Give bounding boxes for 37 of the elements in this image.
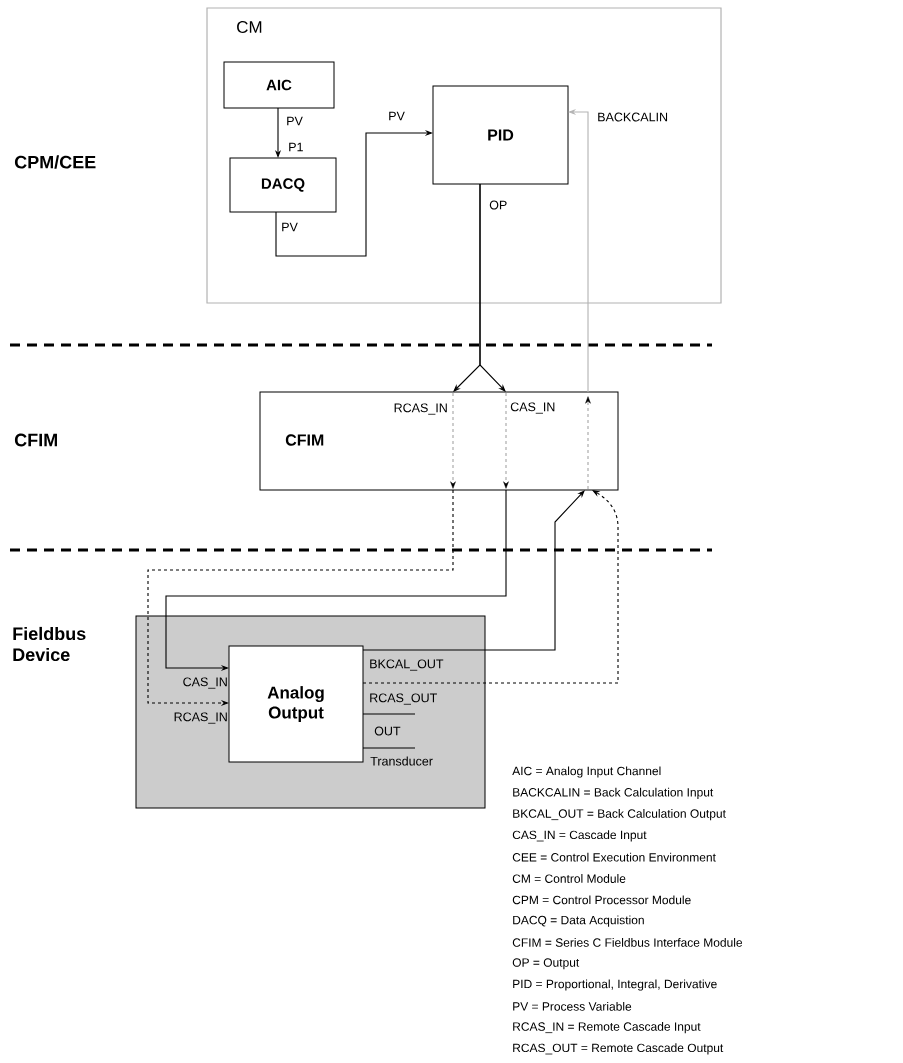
legend-line: PV = Process Variable	[513, 1001, 632, 1011]
row-label: CFIM	[14, 433, 57, 447]
legend-line: BKCAL_OUT = Back Calculation Output	[513, 809, 726, 821]
port-label: Transducer	[370, 756, 433, 766]
port-label: BKCAL_OUT	[370, 659, 444, 671]
legend-line: CFIM = Series C Fieldbus Interface Module	[512, 938, 743, 947]
row-label: Fieldbus Device	[13, 626, 86, 662]
legend-line: CEE = Control Execution Environment	[512, 852, 716, 862]
port-label: RCAS_IN	[174, 712, 227, 724]
legend-line: BACKCALIN = Back Calculation Input	[513, 787, 714, 799]
block-box: AIC	[223, 61, 335, 109]
connector-arrow	[362, 490, 585, 651]
port-label: P1	[289, 142, 303, 152]
port-label: RCAS_OUT	[370, 693, 437, 705]
port-label: RCAS_IN	[394, 403, 447, 415]
legend-line: RCAS_IN = Remote Cascade Input	[513, 1022, 701, 1034]
port-label: BACKCALIN	[598, 112, 668, 122]
block-box: DACQ	[229, 157, 337, 213]
legend-line: AIC = Analog Input Channel	[512, 766, 661, 778]
connector-arrow	[479, 183, 506, 392]
port-label: PV	[282, 222, 298, 232]
function-block-box: Analog Output	[228, 645, 364, 763]
port-label: CAS_IN	[183, 677, 227, 689]
legend-line: CAS_IN = Cascade Input	[512, 830, 647, 842]
legend-line: RCAS_OUT = Remote Cascade Output	[513, 1043, 724, 1055]
legend-line: PID = Proportional, Integral, Derivative	[513, 979, 717, 991]
legend-line: CPM = Control Processor Module	[512, 895, 691, 905]
legend-line: OP = Output	[512, 958, 580, 970]
legend-line: DACQ = Data Acquistion	[513, 915, 644, 927]
port-label: PV	[287, 116, 303, 126]
port-label: PV	[389, 111, 405, 121]
port-label: CAS_IN	[510, 402, 555, 414]
legend-line: CM = Control Module	[512, 874, 626, 883]
row-label: CPM/CEE	[14, 155, 96, 169]
port-label: OP	[489, 200, 507, 210]
block-box: PID	[432, 85, 569, 185]
connector-arrow	[362, 490, 619, 684]
